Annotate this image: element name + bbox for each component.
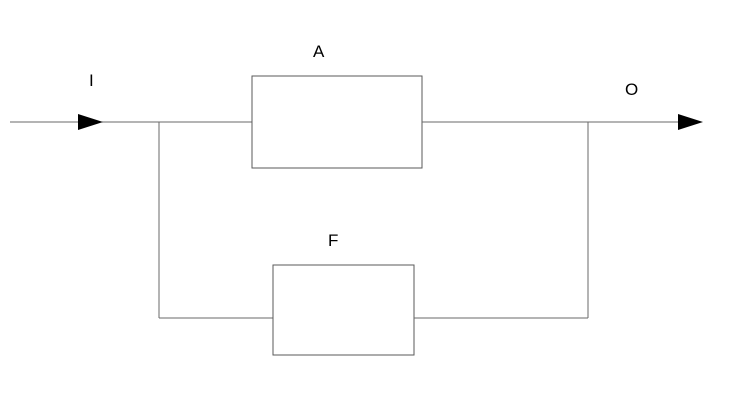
output-arrowhead [678,114,703,130]
input-arrowhead [78,114,103,130]
forward-block-label: A [313,42,325,61]
output-label: O [625,80,638,99]
forward-block [251,75,423,169]
feedback-block-label: F [328,231,338,250]
feedback-block [272,264,415,356]
input-label: I [89,71,94,90]
